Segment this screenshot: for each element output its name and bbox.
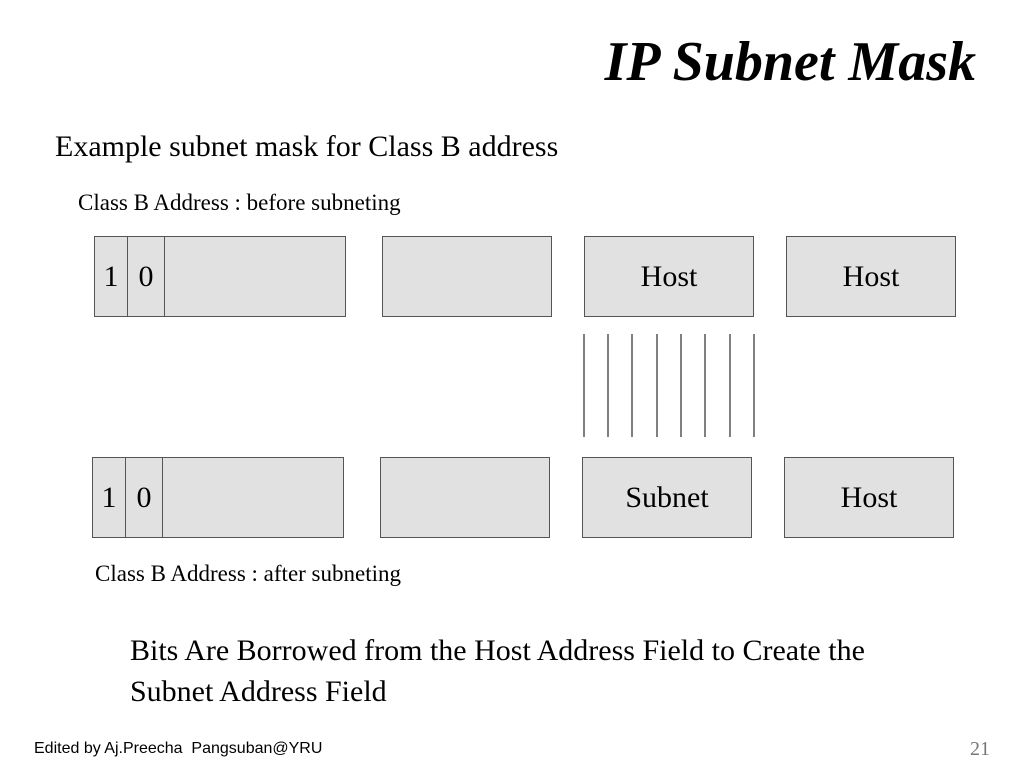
after-octet-3-subnet: Subnet [582, 457, 752, 538]
before-caption: Class B Address : before subneting [78, 190, 401, 215]
after-octet-2 [380, 457, 550, 538]
after-octet-4-host: Host [784, 457, 954, 538]
after-caption: Class B Address : after subneting [95, 561, 401, 586]
explanation-note: Bits Are Borrowed from the Host Address … [130, 634, 865, 708]
before-octet-2 [382, 236, 552, 317]
after-bit-1: 1 [92, 457, 126, 538]
slide-title: IP Subnet Mask [604, 31, 976, 93]
before-octet-3-host: Host [584, 236, 754, 317]
footer-credit: Edited by Aj.Preecha Pangsuban@YRU [34, 740, 323, 757]
before-bit-1: 1 [94, 236, 128, 317]
after-bit-2: 0 [125, 457, 163, 538]
page-number: 21 [970, 738, 990, 760]
before-octet-4-host: Host [786, 236, 956, 317]
before-bit-2: 0 [127, 236, 165, 317]
borrowed-bits-lines [583, 334, 755, 437]
slide-subtitle: Example subnet mask for Class B address [55, 130, 559, 163]
